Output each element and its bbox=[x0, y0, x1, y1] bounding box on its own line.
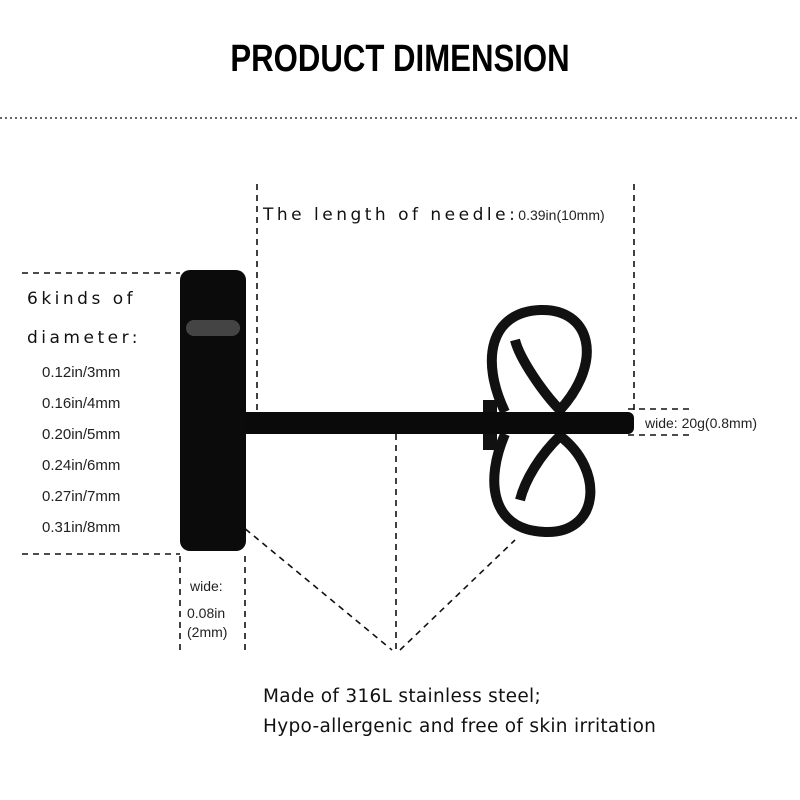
diameter-label-line2: diameter: bbox=[27, 328, 141, 348]
stud-width-in: 0.08in bbox=[187, 605, 226, 621]
diameter-label-line1: 6kinds of bbox=[27, 289, 137, 309]
material-line1: Made of 316L stainless steel; bbox=[263, 686, 542, 707]
earring-pin bbox=[240, 412, 634, 434]
dimension-guides bbox=[22, 184, 693, 651]
material-line2: Hypo-allergenic and free of skin irritat… bbox=[263, 716, 657, 737]
diameter-option: 0.16in/4mm bbox=[42, 395, 121, 412]
diameter-option: 0.31in/8mm bbox=[42, 519, 121, 536]
earring-stud bbox=[180, 270, 246, 551]
needle-length-label: The length of needle:0.39in(10mm) bbox=[263, 205, 605, 225]
diameter-option: 0.20in/5mm bbox=[42, 426, 121, 443]
pin-width-title: wide: bbox=[645, 415, 678, 431]
stud-width-mm: (2mm) bbox=[187, 624, 228, 640]
pin-width-label: wide: 20g(0.8mm) bbox=[645, 415, 757, 431]
needle-length-value: 0.39in(10mm) bbox=[518, 207, 605, 223]
diameter-option: 0.24in/6mm bbox=[42, 457, 121, 474]
page-title: PRODUCT DIMENSION bbox=[230, 38, 570, 80]
diameter-option: 0.12in/3mm bbox=[42, 364, 121, 381]
needle-length-title: The length of needle: bbox=[263, 205, 519, 225]
diameter-option: 0.27in/7mm bbox=[42, 488, 121, 505]
stud-width-label: wide: bbox=[190, 578, 223, 594]
pin-width-value: 20g(0.8mm) bbox=[681, 415, 758, 431]
